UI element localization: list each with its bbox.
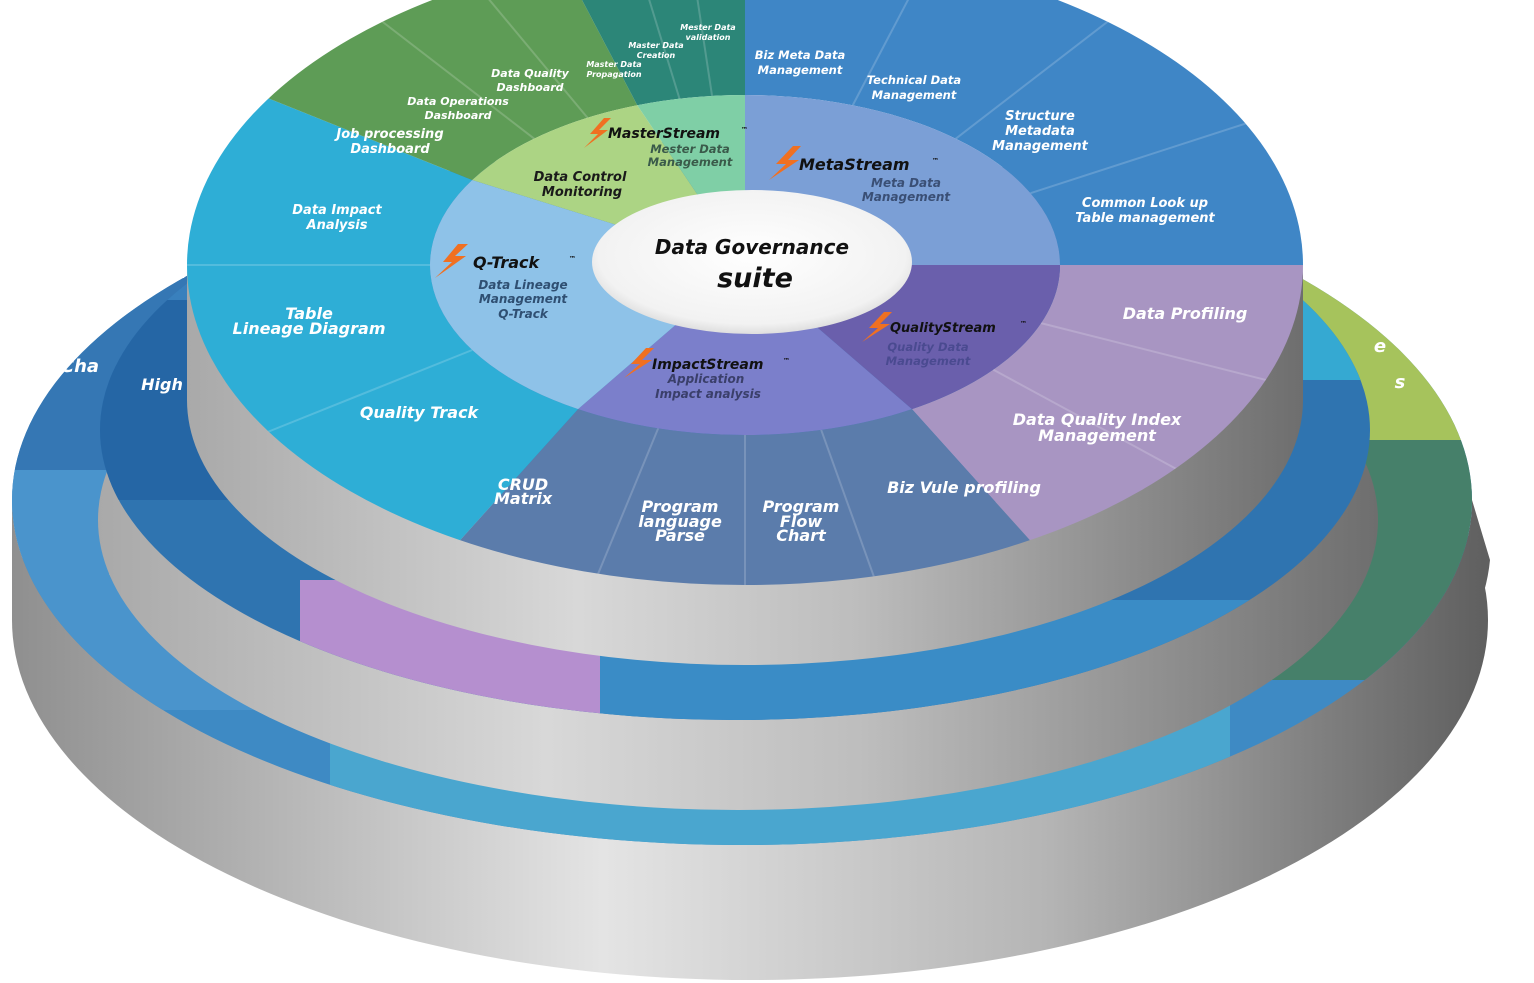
pie-divider bbox=[1040, 322, 1272, 383]
qualitystream-name: QualityStream bbox=[890, 321, 996, 336]
pie-divider bbox=[369, 11, 535, 140]
pie-divider bbox=[955, 11, 1121, 140]
qtrack-tm: ™ bbox=[569, 255, 576, 263]
impactstream-tm: ™ bbox=[783, 357, 790, 365]
label-profiling: Data Profiling bbox=[1123, 304, 1248, 323]
pie-divider bbox=[992, 368, 1187, 476]
bolt-icon bbox=[769, 146, 801, 180]
bolt-icon bbox=[584, 118, 611, 148]
lower-fragment-h: H bbox=[173, 263, 187, 282]
center-subtitle: suite bbox=[717, 263, 793, 294]
pie-divider bbox=[627, 0, 681, 100]
lower-fragment-s: s bbox=[1395, 372, 1406, 393]
label-quality-track: Quality Track bbox=[360, 403, 480, 422]
pie-divider bbox=[1030, 120, 1253, 195]
lower-fragment-e: e bbox=[1374, 336, 1386, 357]
bolt-icon bbox=[435, 244, 468, 278]
label-biz-vule: Biz Vule profiling bbox=[887, 478, 1041, 497]
pie-segment-control bbox=[260, 0, 638, 180]
inner-segment-impact bbox=[578, 265, 912, 435]
lower-fragment-cha: Cha bbox=[61, 356, 99, 377]
qtrack-name: Q-Track bbox=[473, 253, 541, 272]
metastream-name: MetaStream bbox=[799, 155, 910, 174]
pie-segment-master bbox=[553, 0, 745, 106]
masterstream-name: MasterStream bbox=[608, 126, 720, 142]
pie-divider bbox=[820, 429, 882, 585]
pie-divider bbox=[851, 0, 938, 106]
lower-fragment-high: High bbox=[141, 375, 183, 394]
impactstream-name: ImpactStream bbox=[652, 357, 763, 373]
pie-segment-impact bbox=[448, 409, 1042, 585]
center-disc bbox=[592, 190, 912, 334]
pie-divider bbox=[464, 0, 589, 119]
pie-divider bbox=[589, 428, 660, 585]
masterstream-tm: ™ bbox=[741, 126, 748, 134]
qualitystream-tm: ™ bbox=[1020, 320, 1027, 328]
top-tier-side bbox=[187, 265, 1303, 665]
pie-divider bbox=[259, 349, 473, 436]
bolt-icon bbox=[624, 348, 654, 378]
metastream-tm: ™ bbox=[932, 157, 939, 165]
pie-segment-quality bbox=[911, 265, 1303, 554]
bolt-icon bbox=[862, 312, 892, 342]
inner-segment-qtrack bbox=[430, 180, 745, 410]
pie-segment-qtrack bbox=[187, 95, 579, 554]
pie-segment-meta bbox=[745, 0, 1303, 265]
pie-divider bbox=[685, 0, 714, 97]
center-title: Data Governance bbox=[655, 235, 849, 259]
